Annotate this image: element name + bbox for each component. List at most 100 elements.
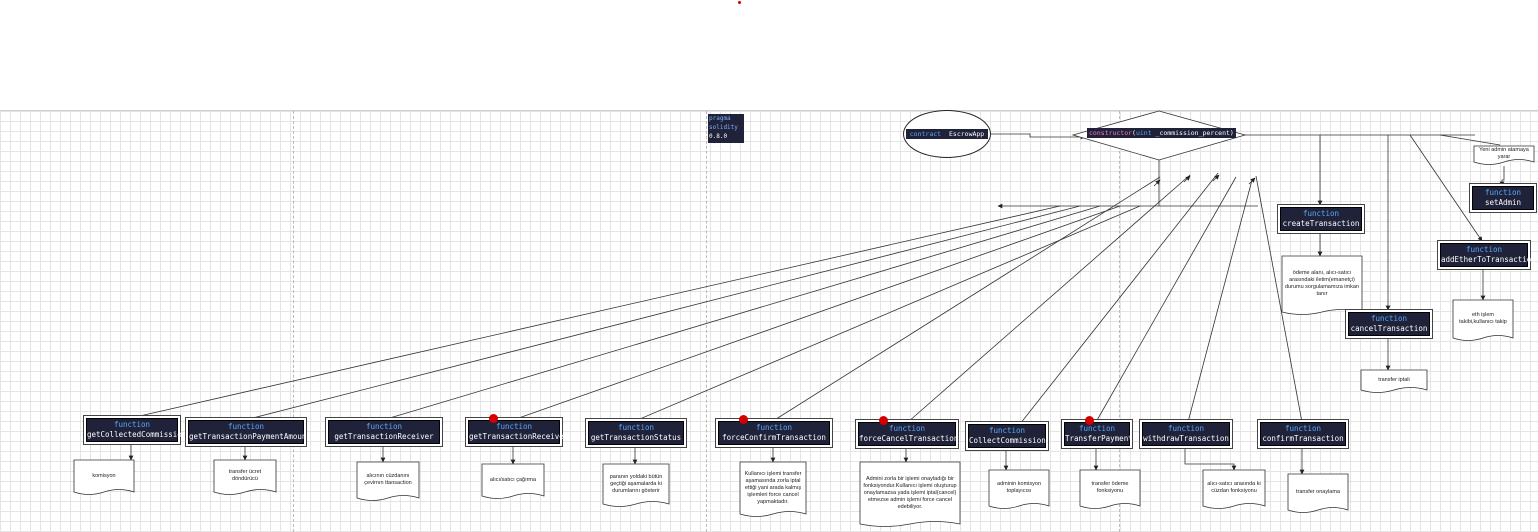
function-name: getTransactionReceiver	[334, 432, 434, 441]
doc-shape[interactable]: transfer onaylama	[1287, 473, 1349, 514]
cursor-marker	[738, 1, 741, 4]
connector-line	[1499, 166, 1505, 187]
constructor-keyword: constructor	[1089, 129, 1133, 137]
function-name: getTransactionStatus	[590, 433, 682, 442]
doc-shape[interactable]: Admini zorla bir işlemi onayladığı bir f…	[859, 461, 961, 528]
function-name: withdrawTransaction	[1143, 434, 1229, 443]
function-name: getCollectedCommission	[87, 430, 187, 439]
function-keyword: function	[755, 423, 793, 432]
pragma-keyword: pragma	[709, 115, 731, 122]
function-name: forceCancelTransaction	[859, 434, 959, 443]
doc-shape[interactable]: transfer iptali	[1360, 369, 1428, 394]
contract-keyword: contract	[907, 129, 944, 139]
doc-text: ödeme alanı, alıcı-satıcı arasındaki ile…	[1285, 270, 1359, 297]
doc-text: alıcı/satıcı çağırma	[489, 476, 537, 483]
pragma-block[interactable]: pragma solidity 0.8.0	[708, 114, 744, 143]
doc-shape[interactable]: alıcı/satıcı çağırma	[481, 463, 545, 500]
breakpoint-marker[interactable]	[1085, 416, 1094, 425]
function-keyword: function	[227, 422, 265, 431]
doc-shape[interactable]: alıcının cüzdanını çevirnın ttansaction	[356, 461, 420, 502]
pragma-version: 0.8.0	[709, 133, 728, 140]
doc-shape[interactable]: paranın yoldaki bütün geçtiği aşamalarda…	[602, 463, 670, 508]
connector-line	[634, 205, 1141, 422]
connector-line	[382, 205, 1101, 421]
breakpoint-marker[interactable]	[739, 415, 748, 424]
doc-outline	[1473, 145, 1535, 165]
contract-node[interactable]: contract EscrowApp	[903, 110, 991, 158]
doc-outline	[602, 463, 670, 507]
connector-line	[130, 205, 1061, 419]
doc-text: komisyon	[92, 472, 116, 479]
doc-shape[interactable]: Kullanıcı işlemi transfer aşamasında zor…	[739, 461, 807, 518]
function-keyword: function	[365, 422, 403, 431]
connector-line	[1095, 176, 1237, 423]
doc-text: transfer ödeme fonksiyonu	[1091, 481, 1129, 494]
connector-line	[772, 176, 1161, 422]
doc-outline	[1281, 255, 1363, 315]
function-keyword: function	[1465, 245, 1503, 254]
connector-line	[512, 205, 1121, 421]
connector-line	[1187, 179, 1253, 423]
constructor-param: _commission_percent	[1155, 129, 1230, 137]
doc-shape[interactable]: adminin komisyon toplayıcısı	[988, 469, 1050, 510]
doc-shape[interactable]: Yeni admin atamaya yarar	[1473, 145, 1535, 166]
doc-text: Admini zorla bir işlemi onayladığı bir f…	[863, 475, 957, 510]
connector-line	[989, 133, 1086, 140]
function-name: cancelTransaction	[1350, 324, 1428, 333]
function-keyword: function	[888, 424, 926, 433]
breakpoint-marker[interactable]	[489, 414, 498, 423]
function-keyword: function	[617, 423, 655, 432]
function-name: getTransactionReceiver	[469, 432, 569, 441]
doc-shape[interactable]: ödeme alanı, alıcı-satıcı arasındaki ile…	[1281, 255, 1363, 316]
doc-shape[interactable]: transfer ücret döndürücü	[213, 459, 277, 496]
doc-shape[interactable]: alıcı-satıcı arasında ki cüzdan fonksiyo…	[1202, 469, 1266, 510]
breakpoint-marker[interactable]	[879, 416, 888, 425]
doc-outline	[73, 459, 135, 495]
connector-line	[244, 205, 1081, 421]
doc-text: adminin komisyon toplayıcısı	[996, 481, 1042, 494]
function-keyword: function	[1284, 424, 1322, 433]
doc-text: transfer iptali	[1378, 376, 1410, 383]
contract-name: EscrowApp	[947, 129, 987, 139]
connector-line	[1184, 446, 1237, 471]
connector-line	[1153, 179, 1161, 187]
doc-outline	[1202, 469, 1266, 509]
function-keyword: function	[113, 420, 151, 429]
function-keyword: function	[1078, 424, 1116, 433]
doc-outline	[1360, 369, 1428, 393]
function-keyword: function	[1484, 188, 1522, 197]
pragma-solidity: solidity	[709, 124, 738, 131]
constructor-param-type: uint	[1135, 129, 1152, 137]
function-keyword: function	[1167, 424, 1205, 433]
doc-outline	[988, 469, 1050, 509]
doc-text: alıcının cüzdanını çevirnın ttansaction	[364, 473, 412, 486]
doc-outline	[1287, 473, 1349, 513]
doc-text: transfer ücret döndürücü	[228, 469, 262, 482]
function-keyword: function	[495, 422, 533, 431]
function-name: confirmTransaction	[1262, 434, 1344, 443]
constructor-node[interactable]: constructor(uint _commission_percent)	[1087, 128, 1236, 138]
doc-shape[interactable]: komisyon	[73, 459, 135, 496]
doc-outline	[739, 461, 807, 517]
doc-shape[interactable]: transfer ödeme fonksiyonu	[1079, 469, 1141, 510]
doc-text: transfer onaylama	[1295, 488, 1341, 495]
function-name: TransferPayment	[1065, 434, 1133, 443]
doc-shape[interactable]: eth işlem takibi,kullanıcı takip	[1452, 299, 1514, 342]
doc-text: Kullanıcı işlemi transfer aşamasında zor…	[744, 470, 802, 505]
connector-line	[1019, 172, 1219, 425]
